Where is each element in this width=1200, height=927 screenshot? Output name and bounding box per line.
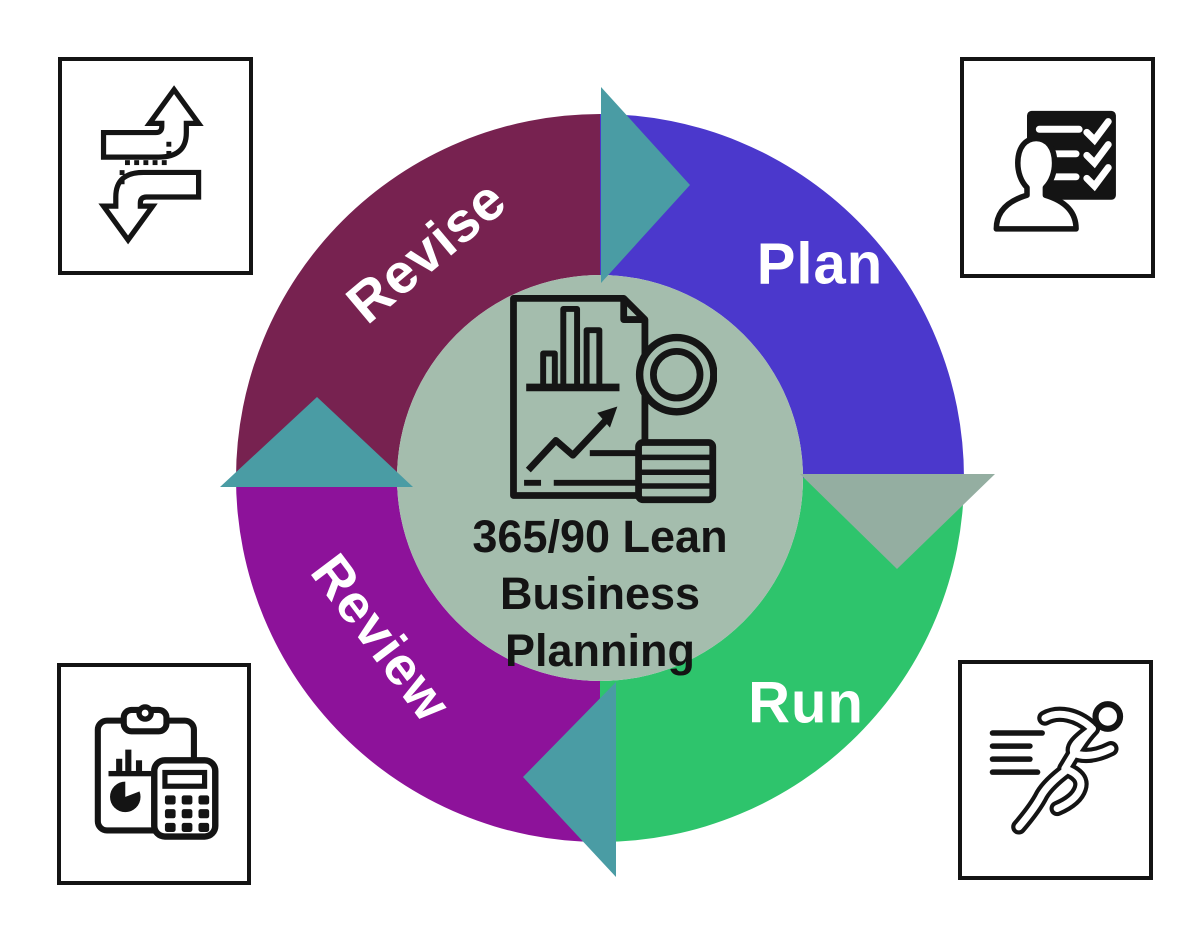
segment-plan [600, 114, 964, 478]
segment-review [236, 478, 600, 842]
calculator [150, 757, 219, 840]
mini-pie-chart [109, 779, 142, 813]
running-person-icon [989, 701, 1123, 835]
document-shape [510, 294, 649, 499]
flow-arrow-bottom-icon [523, 682, 616, 877]
person-silhouette [993, 135, 1079, 232]
flow-arrow-top-icon [601, 87, 690, 283]
dotted-path [119, 141, 172, 184]
corner-box-bottom-right [958, 660, 1153, 880]
clipboard-calculator-icon [94, 704, 219, 840]
speed-lines [989, 730, 1045, 775]
swap-arrows-icon [98, 84, 204, 245]
segment-revise [236, 114, 600, 478]
corner-box-top-right [960, 57, 1155, 278]
segment-label-run: Run [748, 670, 864, 736]
center-title-line-2: Business [499, 568, 701, 619]
mini-bar-chart [108, 749, 151, 777]
person-checklist-icon [993, 110, 1116, 232]
report-analysis-icon [510, 294, 717, 504]
center-title: 365/90 Lean Business Planning [390, 508, 810, 679]
segment-run [600, 478, 964, 842]
flow-arrow-right-icon [800, 474, 995, 569]
corner-box-top-left [58, 57, 253, 275]
runner-head [1092, 701, 1123, 732]
flow-arrow-left-icon [220, 397, 413, 487]
checklist-marks [1035, 118, 1112, 192]
center-title-line-1: 365/90 Lean [472, 511, 728, 562]
corner-box-bottom-left [57, 663, 251, 885]
center-title-line-3: Planning [505, 625, 695, 676]
segment-label-plan: Plan [756, 231, 884, 297]
